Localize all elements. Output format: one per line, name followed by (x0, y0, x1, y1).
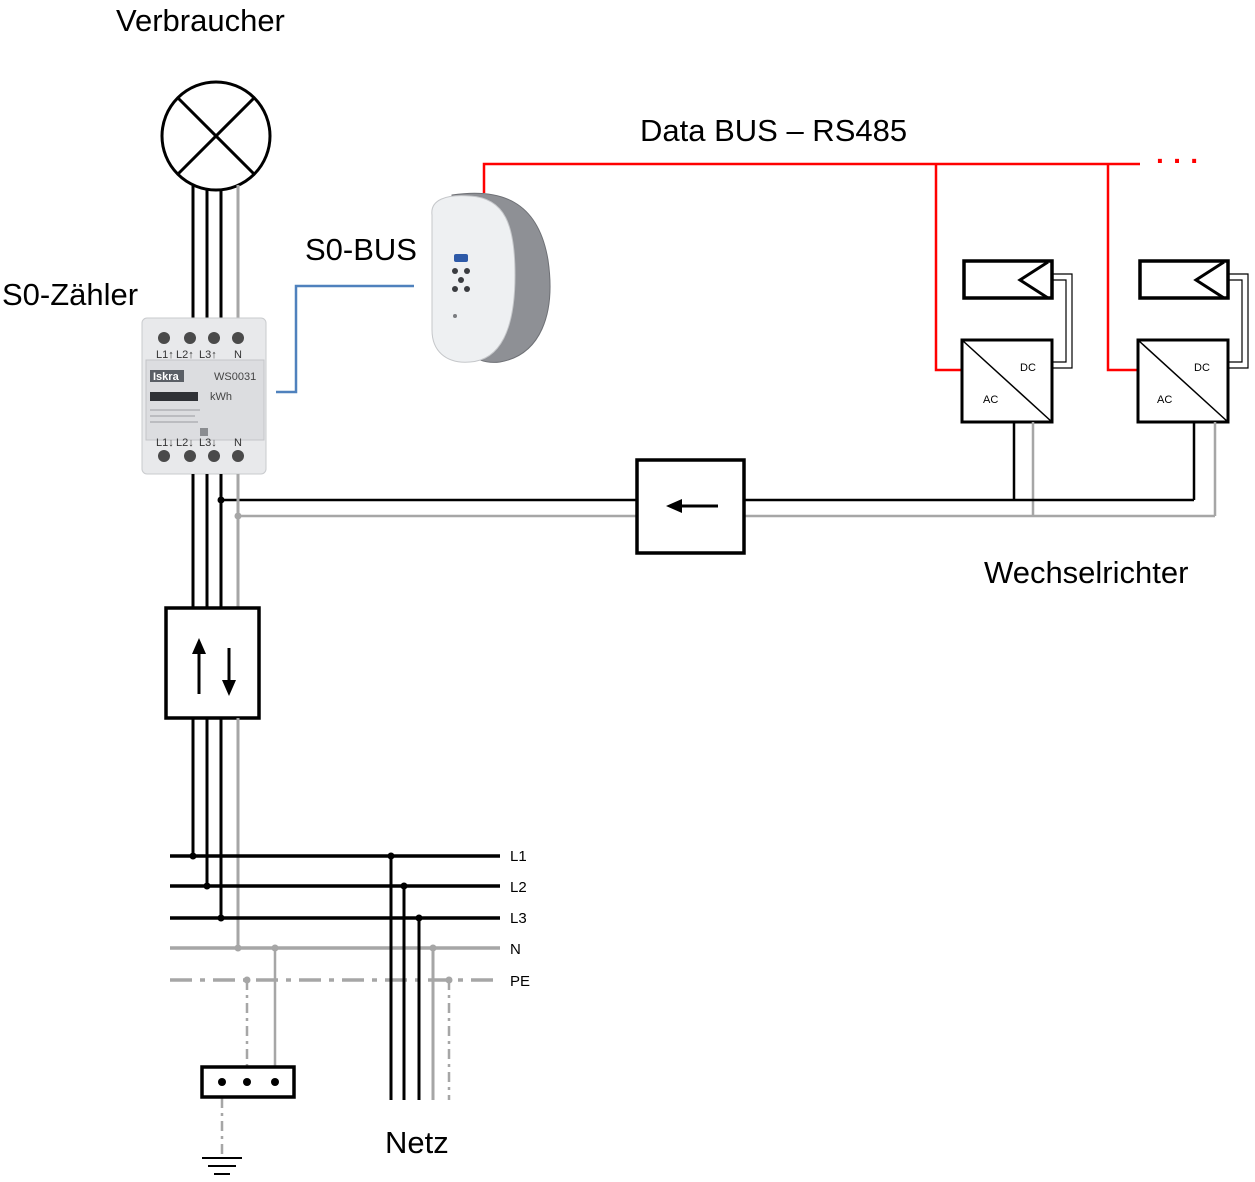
inverter-symbol-icon (1136, 338, 1230, 424)
grid-feed-wires (389, 856, 451, 1100)
meter-terminal-bottom-1: L1↓ (156, 437, 174, 449)
grid-connection-wires (191, 718, 240, 948)
consumer-wires (191, 185, 240, 325)
feed-in-meter-icon (635, 458, 746, 555)
meter-terminal-bottom-4: N (234, 437, 242, 449)
grid-label: Netz (385, 1125, 449, 1160)
inverter-ac-wires (1012, 422, 1217, 516)
meter-unit: kWh (210, 391, 232, 403)
s0-bus-line (276, 284, 414, 394)
meter-terminal-top-3: L3↑ (199, 349, 217, 361)
meter-terminal-top-4: N (234, 349, 242, 361)
bidirectional-meter-icon (164, 606, 261, 720)
data-bus-line (482, 162, 1140, 372)
consumer-label: Verbraucher (116, 3, 285, 38)
grid-busbars (170, 854, 500, 982)
earth-ground-icon (202, 1157, 242, 1175)
inverter-label: Wechselrichter (984, 555, 1188, 590)
grid-line-n: N (510, 941, 521, 958)
inverter-symbol-icon (960, 338, 1054, 424)
earthing-wires (220, 948, 277, 1155)
grid-line-l1: L1 (510, 848, 527, 865)
data-logger-device (431, 192, 551, 363)
meter-terminal-bottom-3: L3↓ (199, 437, 217, 449)
grid-line-pe: PE (510, 973, 530, 990)
inverter-1: DC AC (960, 259, 1073, 424)
data-bus-continuation: · · · (1156, 145, 1200, 176)
meter-terminal-top-2: L2↑ (176, 349, 194, 361)
pv-module-icon (1138, 259, 1230, 300)
inverter-1-dc-label: DC (1020, 362, 1036, 374)
inverter-2: DC AC (1136, 259, 1249, 424)
meter-output-wires (191, 474, 240, 608)
inverter-2-ac-label: AC (1157, 394, 1172, 406)
inverter-2-dc-label: DC (1194, 362, 1210, 374)
data-bus-label: Data BUS – RS485 (640, 113, 907, 148)
s0-bus-label: S0-BUS (305, 232, 417, 267)
meter-brand: Iskra (153, 371, 180, 383)
meter-model: WS0031 (214, 371, 256, 383)
grid-line-l2: L2 (510, 879, 527, 896)
meter-terminal-top-1: L1↑ (156, 349, 174, 361)
inverter-1-ac-label: AC (983, 394, 998, 406)
lamp-symbol-icon (160, 80, 272, 192)
s0-meter-label: S0-Zähler (2, 277, 138, 312)
grid-line-l3: L3 (510, 910, 527, 927)
meter-terminal-bottom-2: L2↓ (176, 437, 194, 449)
pv-module-icon (962, 259, 1054, 300)
feed-in-wires (217, 496, 1215, 520)
s0-meter-device: L1↑ L2↑ L3↑ N Iskra WS0031 kWh L1↓ L2↓ L… (141, 317, 267, 475)
terminal-block-icon (200, 1065, 296, 1099)
